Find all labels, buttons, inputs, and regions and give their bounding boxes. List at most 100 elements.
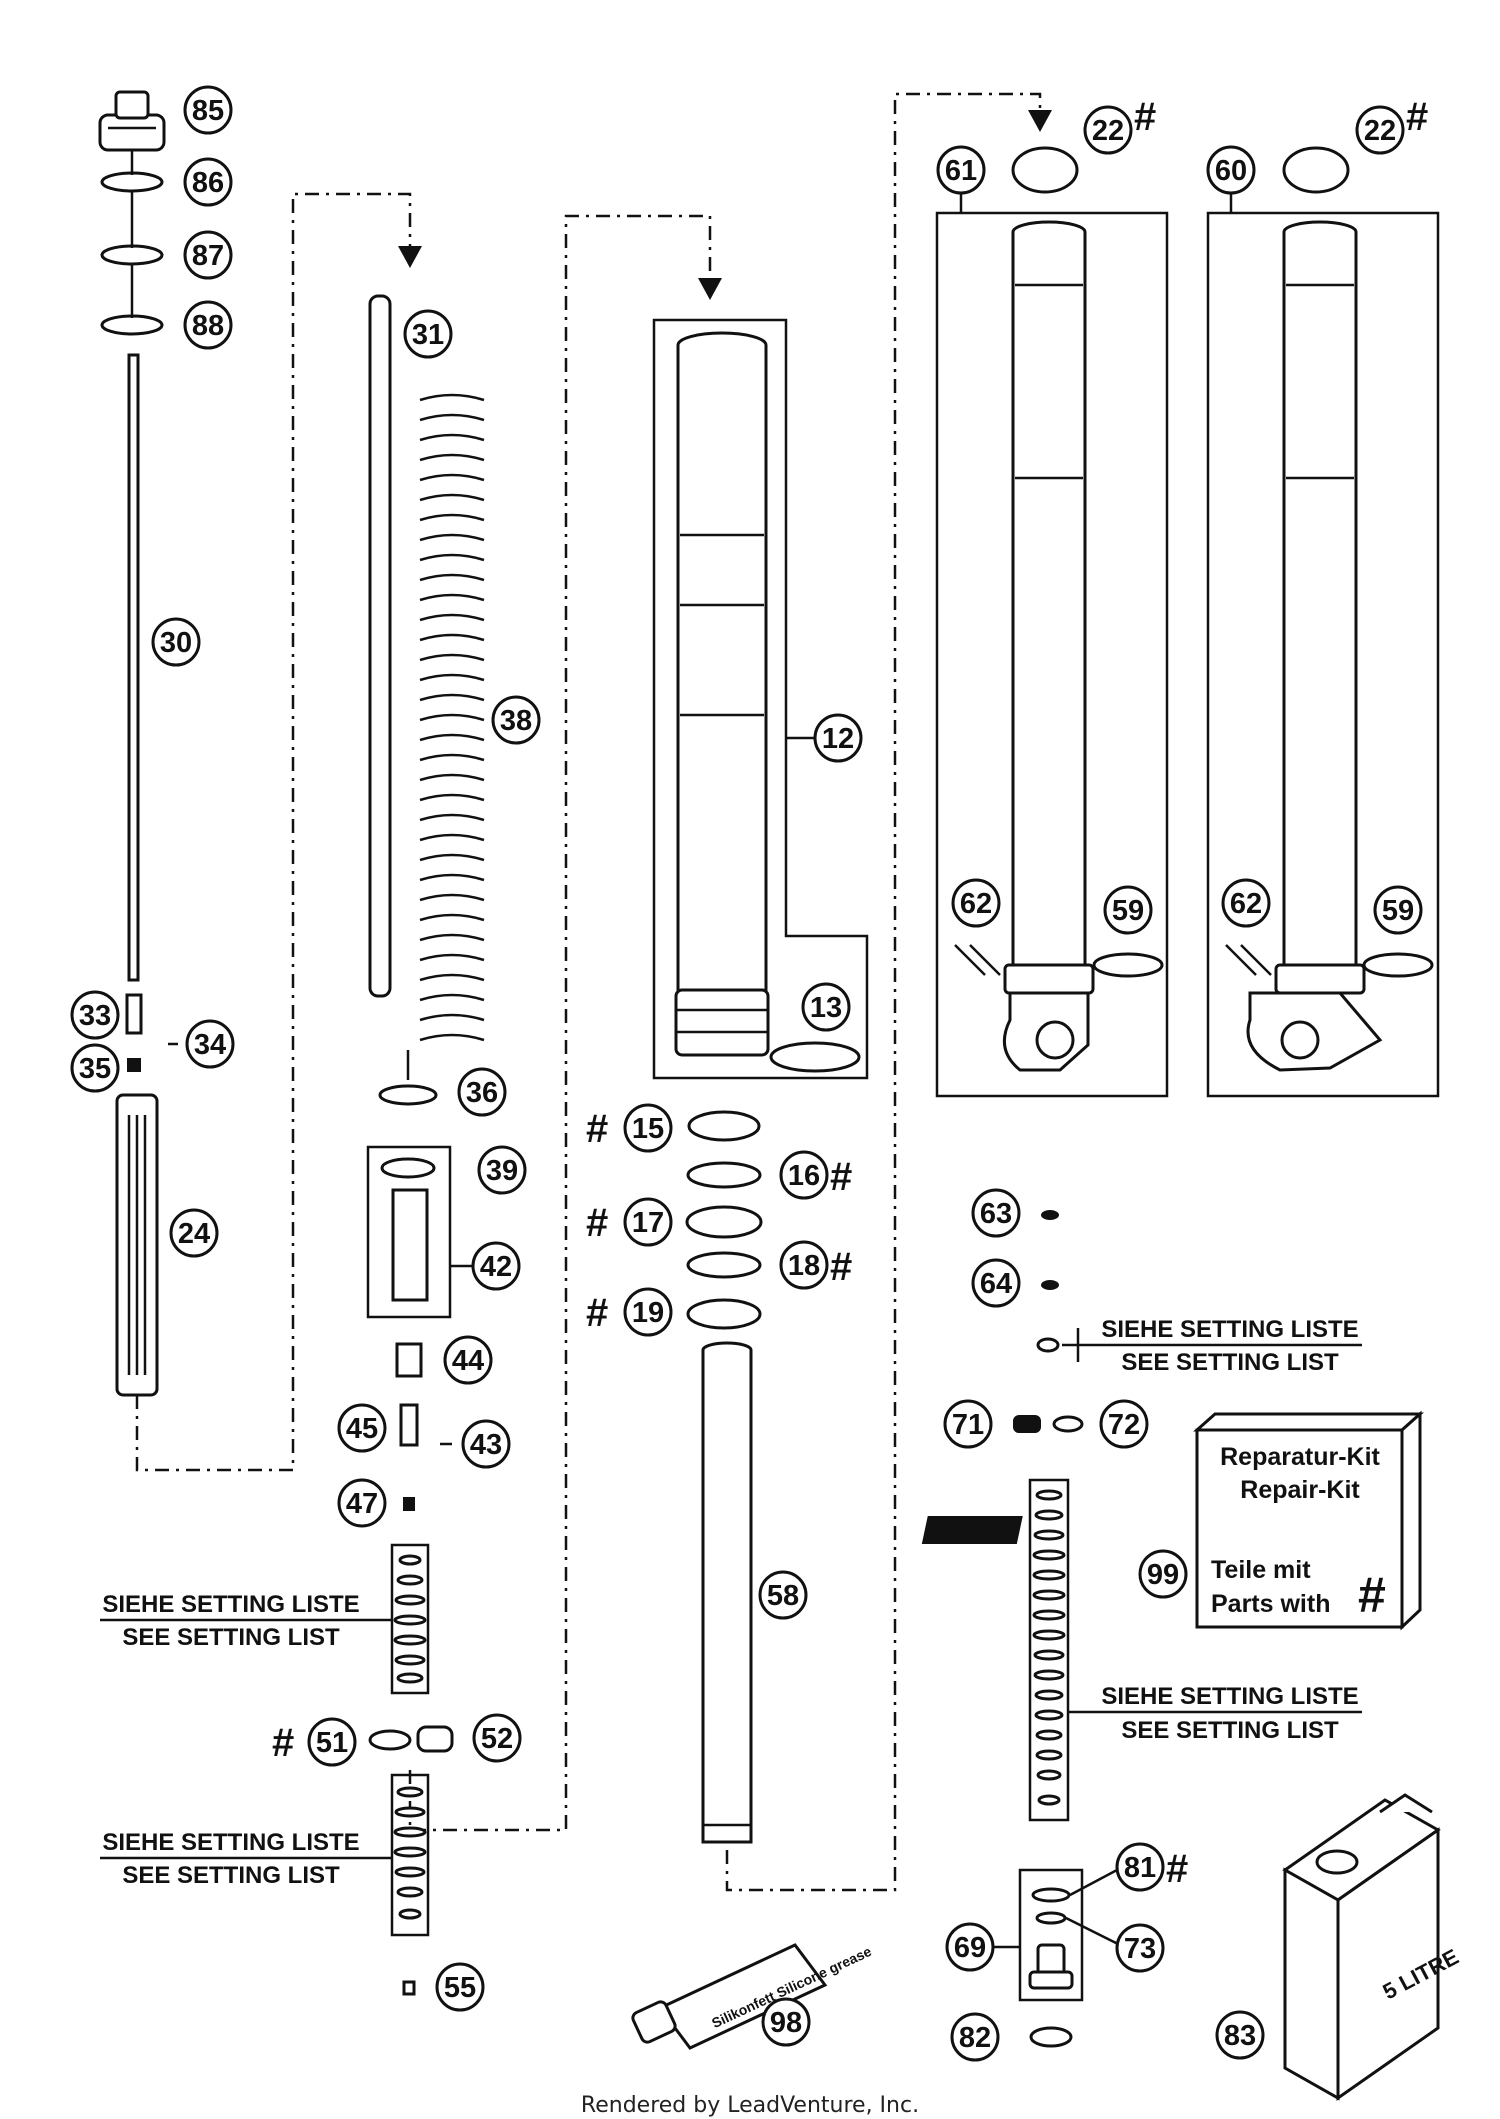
part-88-washer	[100, 314, 164, 336]
svg-text:SIEHE SETTING LISTE: SIEHE SETTING LISTE	[102, 1829, 359, 1856]
svg-text:62: 62	[960, 888, 992, 920]
callout-83: 83	[1215, 2010, 1265, 2060]
shim-stack-frame-lower	[390, 1773, 430, 1937]
svg-text:58: 58	[767, 1580, 799, 1612]
callout-39: 39	[477, 1145, 527, 1195]
svg-text:#: #	[586, 1107, 608, 1151]
svg-text:SIEHE SETTING LISTE: SIEHE SETTING LISTE	[1101, 1316, 1358, 1343]
part-82-seal	[1029, 2026, 1073, 2048]
svg-text:SEE SETTING LIST: SEE SETTING LIST	[1121, 1349, 1339, 1376]
svg-text:16: 16	[788, 1160, 820, 1192]
svg-text:71: 71	[952, 1409, 984, 1441]
svg-text:88: 88	[192, 310, 224, 342]
callout-24: 24	[169, 1208, 219, 1258]
repair-kit-line2: Repair-Kit	[1240, 1476, 1360, 1504]
setting-note-left-lower: SIEHE SETTING LISTE SEE SETTING LIST	[100, 1829, 392, 1889]
part-17-seal	[685, 1205, 763, 1239]
cartridge-group-frame	[366, 1145, 452, 1319]
callout-51: 51 #	[272, 1717, 357, 1767]
routing-line-tube-to-fork	[725, 92, 1042, 1892]
callout-88: 88	[183, 300, 233, 350]
svg-text:64: 64	[980, 1268, 1012, 1300]
part-71-nut	[1013, 1415, 1041, 1433]
callout-87: 87	[183, 230, 233, 280]
svg-text:73: 73	[1124, 1933, 1156, 1965]
callout-55: 55	[435, 1962, 485, 2012]
svg-text:SEE SETTING LIST: SEE SETTING LIST	[122, 1624, 340, 1651]
svg-text:69: 69	[954, 1932, 986, 1964]
part-35-ring	[127, 1058, 141, 1072]
svg-text:59: 59	[1382, 895, 1414, 927]
part-47-nut	[403, 1497, 415, 1511]
svg-text:62: 62	[1230, 888, 1262, 920]
callout-38: 38	[491, 695, 541, 745]
svg-text:#: #	[1406, 95, 1428, 139]
svg-text:33: 33	[79, 1000, 111, 1032]
callout-17: 17 #	[586, 1197, 673, 1247]
callout-45: 45	[337, 1403, 387, 1453]
part-73-ring	[1035, 1911, 1067, 1925]
svg-text:85: 85	[192, 95, 224, 127]
callout-13: 13	[801, 982, 851, 1032]
callout-64: 64	[971, 1258, 1021, 1308]
callout-73: 73	[1115, 1923, 1165, 1973]
svg-text:24: 24	[178, 1218, 210, 1250]
part-13-o-ring	[769, 1041, 861, 1073]
callout-42: 42	[471, 1241, 521, 1291]
callout-59b: 59	[1373, 885, 1423, 935]
routing-line-30-to-31	[135, 192, 412, 1472]
callout-12: 12	[813, 713, 863, 763]
svg-text:15: 15	[632, 1113, 664, 1145]
part-18-ring	[686, 1251, 762, 1279]
svg-text:17: 17	[632, 1207, 664, 1239]
part-22a-cap	[1011, 146, 1079, 194]
callout-58: 58	[758, 1570, 808, 1620]
svg-text:81: 81	[1124, 1852, 1156, 1884]
callout-34: 34	[168, 1019, 235, 1069]
svg-text:30: 30	[160, 627, 192, 659]
svg-text:22: 22	[1364, 115, 1396, 147]
callout-81: 81 #	[1115, 1842, 1188, 1892]
svg-text:51: 51	[316, 1727, 348, 1759]
callout-22a: 22#	[1083, 95, 1156, 155]
svg-text:45: 45	[346, 1413, 378, 1445]
callout-35: 35	[70, 1043, 120, 1093]
callout-52: 52	[472, 1713, 522, 1763]
svg-text:#: #	[830, 1245, 852, 1289]
part-33-nut	[125, 993, 143, 1035]
fork-leg-frame-61	[935, 211, 1169, 1098]
fork-leg-frame-60	[1206, 211, 1440, 1098]
svg-text:#: #	[586, 1201, 608, 1245]
callout-16: 16#	[779, 1150, 852, 1200]
callout-44: 44	[443, 1335, 493, 1385]
svg-text:13: 13	[810, 992, 842, 1024]
part-39-seal	[380, 1157, 436, 1179]
svg-text:19: 19	[632, 1297, 664, 1329]
ktm-logo: KTM	[1274, 1518, 1322, 1543]
part-69-frame	[1018, 1868, 1084, 2002]
callout-18: 18#	[779, 1240, 852, 1290]
svg-text:83: 83	[1224, 2020, 1256, 2052]
callout-71: 71	[943, 1399, 993, 1449]
svg-text:35: 35	[79, 1053, 111, 1085]
setting-note-right-upper: SIEHE SETTING LISTE SEE SETTING LIST	[1078, 1316, 1362, 1376]
callout-30: 30	[151, 617, 201, 667]
svg-text:SIEHE SETTING LISTE: SIEHE SETTING LISTE	[1101, 1683, 1358, 1710]
svg-text:#: #	[1166, 1847, 1188, 1891]
callout-86: 86	[183, 157, 233, 207]
part-45-valve	[399, 1403, 419, 1447]
part-42-cartridge	[391, 1188, 429, 1302]
callout-59a: 59	[1103, 885, 1153, 935]
part-85-top-cap	[98, 90, 166, 152]
svg-text:59: 59	[1112, 895, 1144, 927]
callout-85: 85	[183, 85, 233, 135]
arrow-to-22	[1028, 110, 1052, 132]
shim-stack-right	[1032, 1489, 1066, 1806]
part-64-ball	[1041, 1280, 1059, 1290]
shim-stack-frame-right	[1028, 1478, 1070, 1822]
part-83-oil-can: 5 LITRE	[1282, 1793, 1463, 2101]
part-12-outer-tube	[674, 331, 770, 1057]
part-60-fork-leg	[1225, 220, 1383, 1072]
svg-text:47: 47	[346, 1488, 378, 1520]
svg-text:#: #	[272, 1721, 294, 1765]
